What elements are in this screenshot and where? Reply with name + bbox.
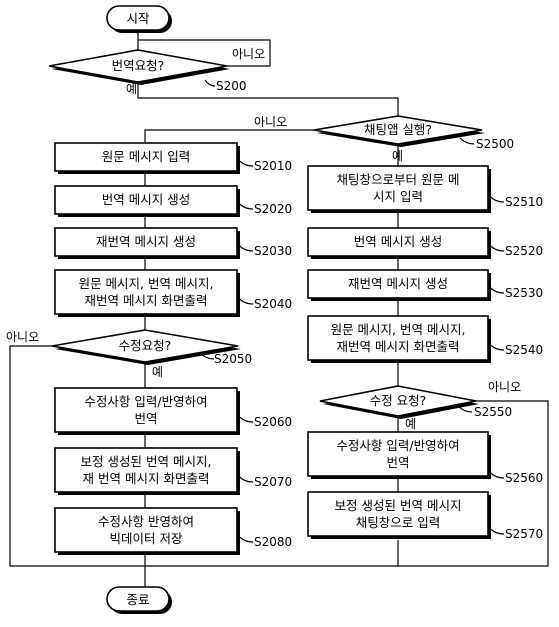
start-label: 시작 bbox=[126, 11, 150, 26]
decision-translate: 번역요청? bbox=[48, 49, 230, 85]
box-s2070-line1: 보정 생성된 번역 메시지, bbox=[81, 454, 212, 469]
box-s2040: 원문 메시지, 번역 메시지, 재번역 메시지 화면출력 bbox=[54, 269, 240, 317]
box-s2080-line2: 빅데이터 저장 bbox=[110, 531, 183, 546]
label-no-chatapp: 아니오 bbox=[254, 115, 287, 129]
step-s2500: S2500 bbox=[476, 137, 514, 151]
step-s2520: S2520 bbox=[505, 244, 543, 258]
box-s2070: 보정 생성된 번역 메시지, 재 번역 메시지 화면출력 bbox=[54, 447, 240, 495]
step-s2020: S2020 bbox=[254, 202, 292, 216]
step-s2080: S2080 bbox=[254, 535, 292, 549]
label-no-translate: 아니오 bbox=[232, 47, 265, 61]
box-s2530: 재번역 메시지 생성 bbox=[307, 269, 491, 301]
decision-edit-left: 수정요청? bbox=[51, 329, 241, 365]
box-s2040-line2: 재번역 메시지 화면출력 bbox=[85, 293, 208, 308]
box-s2080-line1: 수정사항 반영하여 bbox=[98, 514, 194, 529]
box-s2540-line2: 재번역 메시지 화면출력 bbox=[337, 339, 460, 354]
box-s2540-line1: 원문 메시지, 번역 메시지, bbox=[331, 322, 466, 337]
label-yes-edit-left: 예 bbox=[152, 365, 163, 379]
box-s2040-line1: 원문 메시지, 번역 메시지, bbox=[79, 276, 214, 291]
box-s2030-label: 재번역 메시지 생성 bbox=[96, 234, 196, 249]
box-s2010: 원문 메시지 입력 bbox=[54, 142, 240, 174]
box-s2030: 재번역 메시지 생성 bbox=[54, 227, 240, 259]
box-s2560: 수정사항 입력/반영하여 번역 bbox=[307, 431, 491, 479]
step-s2530: S2530 bbox=[505, 286, 543, 300]
box-s2060-line1: 수정사항 입력/반영하여 bbox=[84, 394, 207, 409]
branch-labels: 아니오 예 아니오 예 아니오 예 아니오 예 bbox=[6, 47, 521, 431]
step-s2060: S2060 bbox=[254, 415, 292, 429]
label-no-edit-left: 아니오 bbox=[6, 330, 39, 344]
label-yes-translate: 예 bbox=[126, 82, 137, 96]
decision-chatapp: 채팅앱 실행? bbox=[313, 115, 485, 147]
end-terminal: 종료 bbox=[106, 586, 172, 614]
decision-edit-left-label: 수정요청? bbox=[119, 338, 172, 353]
decision-edit-right-label: 수정 요청? bbox=[370, 393, 427, 408]
box-s2060: 수정사항 입력/반영하여 번역 bbox=[54, 387, 240, 435]
step-s2010: S2010 bbox=[254, 159, 292, 173]
end-label: 종료 bbox=[126, 592, 149, 607]
box-s2520: 번역 메시지 생성 bbox=[307, 227, 491, 259]
box-s2510-line1: 채팅창으로부터 원문 메 bbox=[337, 172, 460, 187]
box-s2570: 보정 생성된 번역 메시지 채팅창으로 입력 bbox=[307, 491, 491, 539]
box-s2570-line2: 채팅창으로 입력 bbox=[356, 515, 440, 530]
box-s2570-line1: 보정 생성된 번역 메시지 bbox=[335, 498, 462, 513]
label-yes-chatapp: 예 bbox=[392, 149, 403, 163]
decision-translate-label: 번역요청? bbox=[112, 58, 165, 73]
step-s2040: S2040 bbox=[254, 297, 292, 311]
step-s2050: S2050 bbox=[214, 352, 252, 366]
step-leaders bbox=[199, 79, 505, 543]
box-s2510-line2: 시지 입력 bbox=[373, 189, 423, 204]
box-s2060-line2: 번역 bbox=[134, 411, 157, 426]
label-no-edit-right: 아니오 bbox=[488, 380, 521, 394]
box-s2010-label: 원문 메시지 입력 bbox=[102, 149, 190, 164]
box-s2530-label: 재번역 메시지 생성 bbox=[348, 276, 448, 291]
box-s2080: 수정사항 반영하여 빅데이터 저장 bbox=[54, 507, 240, 555]
step-s2560: S2560 bbox=[505, 471, 543, 485]
box-s2560-line1: 수정사항 입력/반영하여 bbox=[336, 438, 459, 453]
step-s2510: S2510 bbox=[505, 195, 543, 209]
step-s2570: S2570 bbox=[505, 527, 543, 541]
step-s2070: S2070 bbox=[254, 475, 292, 489]
box-s2020-label: 번역 메시지 생성 bbox=[102, 192, 190, 207]
step-s2550: S2550 bbox=[474, 405, 512, 419]
label-yes-edit-right: 예 bbox=[405, 417, 416, 431]
decision-chatapp-label: 채팅앱 실행? bbox=[364, 122, 432, 137]
box-s2520-label: 번역 메시지 생성 bbox=[354, 234, 442, 249]
step-s2540: S2540 bbox=[505, 343, 543, 357]
box-s2560-line2: 번역 bbox=[386, 455, 409, 470]
step-s200: S200 bbox=[216, 79, 247, 93]
decision-edit-right: 수정 요청? bbox=[319, 385, 479, 419]
box-s2020: 번역 메시지 생성 bbox=[54, 185, 240, 217]
step-labels: S200 S2500 S2010 S2020 S2030 S2040 S2050… bbox=[214, 79, 543, 549]
box-s2070-line2: 재 번역 메시지 화면출력 bbox=[83, 471, 210, 486]
box-s2540: 원문 메시지, 번역 메시지, 재번역 메시지 화면출력 bbox=[307, 315, 491, 363]
step-s2030: S2030 bbox=[254, 244, 292, 258]
box-s2510: 채팅창으로부터 원문 메 시지 입력 bbox=[307, 165, 491, 213]
start-terminal: 시작 bbox=[106, 5, 172, 33]
